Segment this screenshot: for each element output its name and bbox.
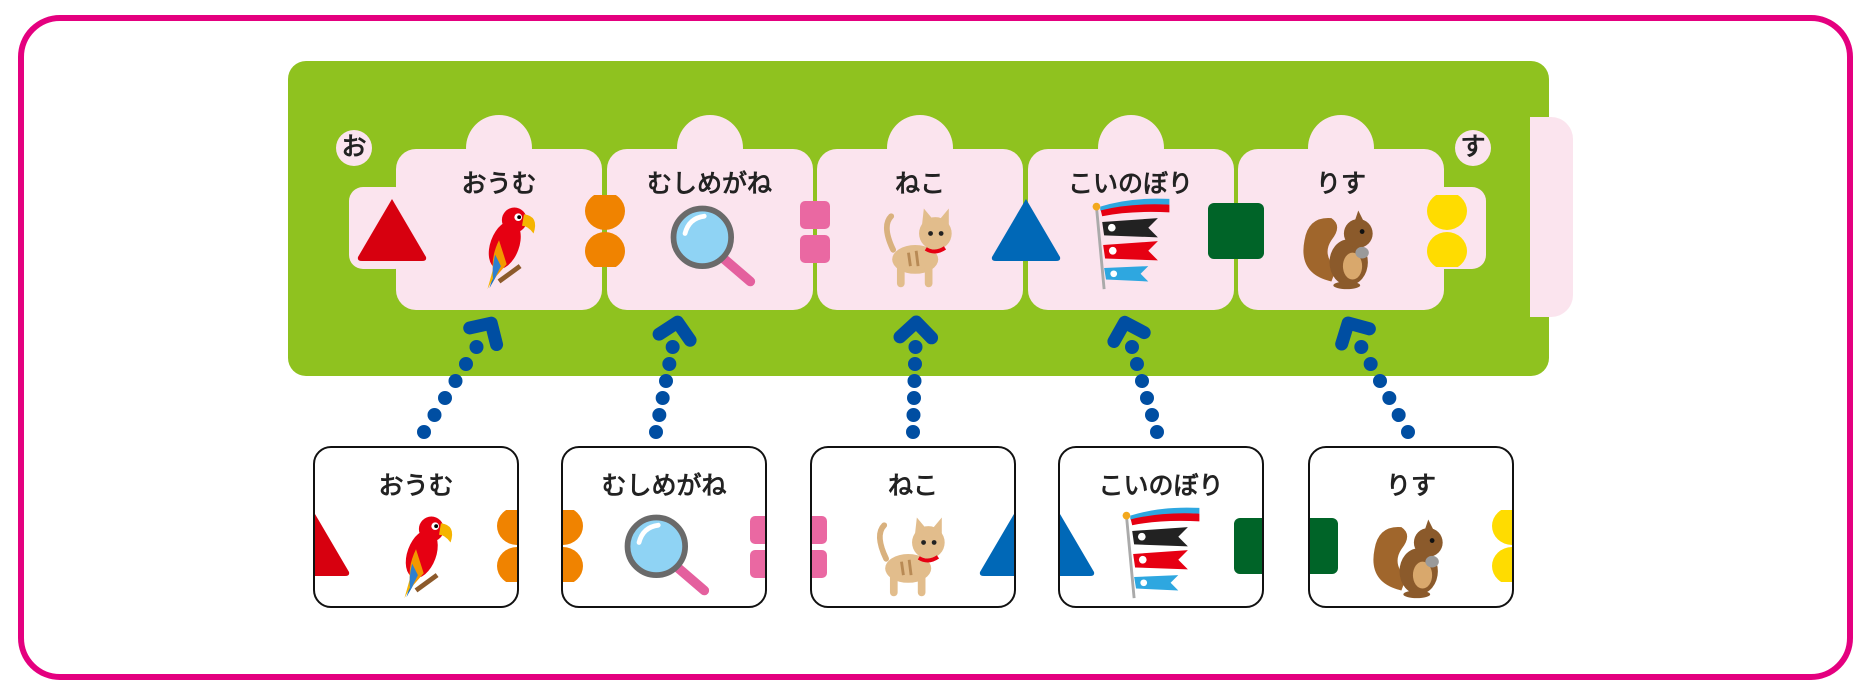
word-label: ねこ — [894, 169, 945, 198]
word-card[interactable]: りす — [1308, 446, 1514, 608]
word-label: りす — [1315, 169, 1366, 198]
word-card[interactable]: こいのぼり — [1058, 446, 1264, 608]
cat-icon — [872, 197, 968, 293]
card-label: こいのぼり — [1098, 471, 1224, 500]
dots-connector-icon — [1411, 192, 1483, 270]
squares-connector-icon — [729, 510, 765, 582]
triangle-connector-icon — [990, 195, 1062, 267]
dots-connector-icon — [1476, 507, 1512, 585]
parrot-icon — [451, 197, 547, 293]
parrot-icon — [368, 506, 464, 602]
end-char-badge: す — [1455, 130, 1491, 166]
word-label: むしめがね — [646, 169, 772, 198]
koinobori-icon — [1083, 197, 1179, 293]
word-card[interactable]: ねこ — [810, 446, 1016, 608]
card-label: ねこ — [887, 471, 938, 500]
triangle-connector-icon — [315, 510, 351, 582]
koinobori-icon — [1113, 506, 1209, 602]
dots-connector-icon — [563, 507, 599, 585]
squirrel-icon — [1293, 197, 1389, 293]
word-card[interactable]: おうむ — [313, 446, 519, 608]
magnifying-glass-icon — [662, 197, 758, 293]
card-label: おうむ — [378, 471, 454, 500]
cat-icon — [865, 506, 961, 602]
triangle-connector-icon — [356, 195, 428, 267]
squirrel-icon — [1363, 506, 1459, 602]
squares-connector-icon — [779, 195, 851, 267]
dots-connector-icon — [481, 507, 517, 585]
dots-connector-icon — [569, 192, 641, 270]
squares-connector-icon — [812, 510, 848, 582]
card-label: むしめがね — [601, 471, 727, 500]
triangle-connector-icon — [1060, 510, 1096, 582]
word-label: こいのぼり — [1067, 169, 1193, 198]
start-char-badge: お — [336, 130, 372, 166]
word-label: おうむ — [461, 169, 537, 198]
triangle-connector-icon — [978, 510, 1014, 582]
card-label: りす — [1385, 471, 1436, 500]
magnifying-glass-icon — [616, 506, 712, 602]
square-connector-icon — [1226, 510, 1262, 582]
word-card[interactable]: むしめがね — [561, 446, 767, 608]
outer-frame — [18, 15, 1853, 680]
square-connector-icon — [1200, 195, 1272, 267]
square-connector-icon — [1310, 510, 1346, 582]
board-side-tab — [1530, 117, 1573, 317]
